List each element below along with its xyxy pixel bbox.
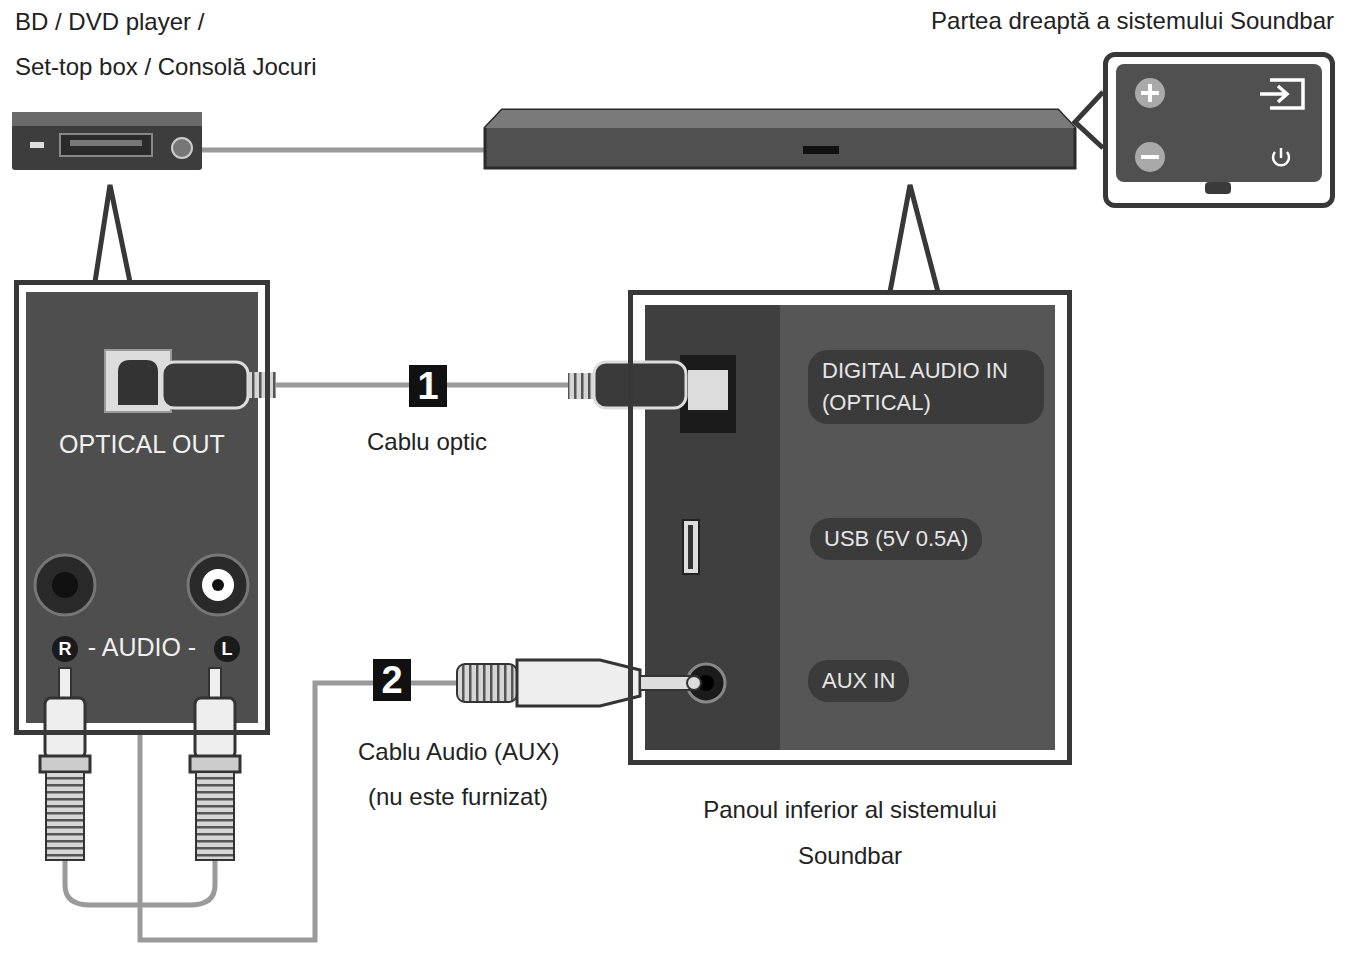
channel-badge: L <box>214 636 240 662</box>
soundbar-body <box>1075 92 1103 148</box>
player-device <box>30 142 44 148</box>
rca-plugs <box>195 698 235 758</box>
cable-connector <box>140 683 628 940</box>
player-device <box>95 185 130 282</box>
player-panel-art <box>248 372 276 398</box>
port-label: DIGITAL AUDIO IN (OPTICAL) <box>822 355 1030 419</box>
cable-line <box>140 683 628 940</box>
cable-name: Cablu Audio (AUX) <box>358 738 559 766</box>
player-panel-art <box>162 362 248 408</box>
soundbar-body <box>485 110 1075 128</box>
channel-letter: R <box>59 639 72 660</box>
port-pill: DIGITAL AUDIO IN (OPTICAL) <box>808 350 1044 424</box>
player-panel-art <box>35 555 95 615</box>
optical-plug <box>594 362 686 408</box>
soundbar-body <box>485 92 1103 292</box>
port-label: OPTICAL OUT <box>19 430 265 459</box>
rca-plugs <box>45 698 85 758</box>
soundbar-panel-art <box>683 520 699 574</box>
aux-plug <box>687 676 701 690</box>
soundbar-panel-art <box>645 305 1055 750</box>
side-buttons <box>1135 142 1165 172</box>
side-buttons <box>1135 78 1165 108</box>
rca-plugs <box>40 668 90 860</box>
side-buttons <box>1260 80 1303 108</box>
side-buttons <box>1205 182 1231 194</box>
aux-plug <box>640 676 690 690</box>
aux-plug <box>457 660 701 706</box>
rca-plugs <box>190 668 240 860</box>
soundbar-body <box>803 146 839 154</box>
port-pill: USB (5V 0.5A) <box>810 518 982 560</box>
callout-number: 2 <box>373 659 410 701</box>
soundbar-panel-art <box>688 370 728 410</box>
player-device <box>12 112 202 126</box>
device-heading: Set-top box / Consolă Jocuri <box>15 53 317 81</box>
player-device <box>200 148 487 153</box>
player-panel-art <box>202 569 234 601</box>
side-panel-callout: Partea dreaptă a sistemului Soundbar <box>1103 52 1335 208</box>
aux-plug <box>457 664 517 702</box>
optical-plug <box>568 373 594 399</box>
device-heading: BD / DVD player / <box>15 8 204 36</box>
soundbar-body <box>890 185 938 292</box>
player-device <box>172 138 192 158</box>
player-panel-art <box>188 555 248 615</box>
port-label: AUX IN <box>822 665 895 697</box>
side-buttons <box>1141 155 1159 159</box>
side-buttons <box>1280 148 1283 158</box>
panel-caption: Panoul inferior al sistemului Soundbar <box>660 787 1040 879</box>
cable-note: (nu este furnizat) <box>368 783 548 811</box>
soundbar-panel-art <box>680 355 736 433</box>
player-device <box>60 134 152 156</box>
rca-plugs <box>46 772 84 860</box>
player-panel-art <box>212 579 224 591</box>
soundbar-panel-art <box>687 664 725 702</box>
player-panel-art <box>52 572 78 598</box>
callout-number: 1 <box>409 365 446 407</box>
panel-heading: Partea dreaptă a sistemului Soundbar <box>931 7 1334 35</box>
channel-badge: R <box>52 636 78 662</box>
player-device <box>70 140 142 146</box>
side-buttons <box>1116 64 1322 194</box>
cable-name: Cablu optic <box>367 428 487 456</box>
port-pill: AUX IN <box>808 660 909 702</box>
aux-plug <box>517 660 640 706</box>
side-buttons <box>1148 84 1152 102</box>
soundbar-panel-art <box>645 305 1055 750</box>
rca-plugs <box>196 772 234 860</box>
player-panel-art <box>118 360 158 405</box>
player-device <box>12 112 202 170</box>
side-buttons <box>1116 64 1322 182</box>
port-label: USB (5V 0.5A) <box>824 523 968 555</box>
rca-plugs <box>190 756 240 772</box>
soundbar-panel-art <box>688 525 693 569</box>
rca-plugs <box>209 668 221 700</box>
soundbar-body <box>485 110 1075 168</box>
rca-plugs <box>65 860 215 905</box>
rca-plugs <box>40 668 240 905</box>
soundbar-bottom-panel: Panoul inferior al sistemului SoundbarDI… <box>628 290 1072 765</box>
channel-letter: L <box>222 639 233 660</box>
player-back-panel: OPTICAL OUT- AUDIO -RL <box>14 280 270 735</box>
rca-plugs <box>40 756 90 772</box>
rca-plugs <box>59 668 71 700</box>
player-device <box>12 112 487 282</box>
optical-plug <box>568 362 686 408</box>
